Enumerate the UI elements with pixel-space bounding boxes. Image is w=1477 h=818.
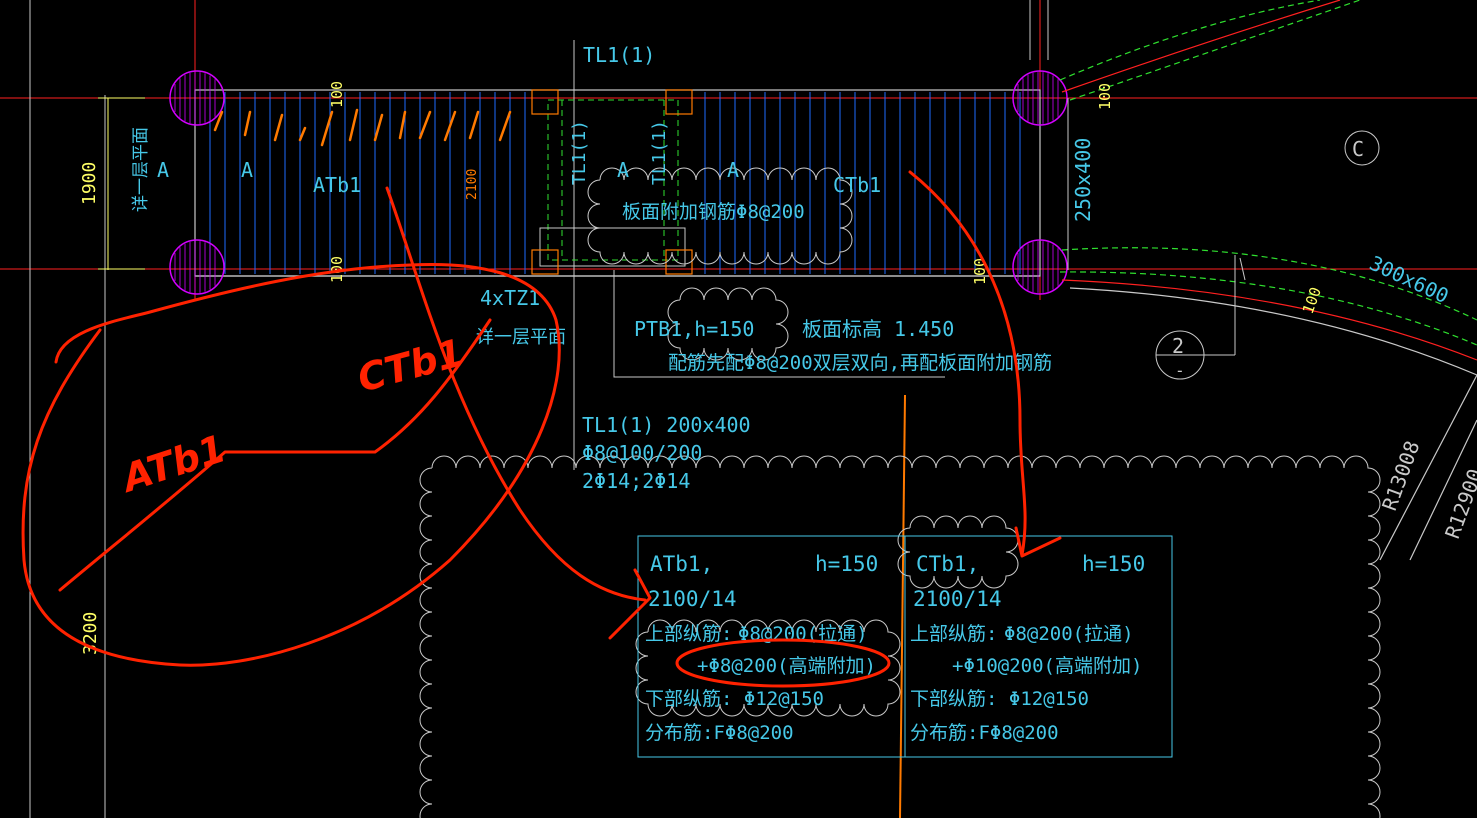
revision-clouds <box>419 167 1381 818</box>
axis-c-label: C <box>1352 137 1364 161</box>
dim-300x600: 300x600 <box>1366 251 1453 308</box>
axis-circle <box>1344 130 1380 166</box>
dim-100-d: 100 <box>971 258 989 285</box>
revision-cloud-ptb1 <box>667 287 789 361</box>
atb1-plan-label: ATb1 <box>313 173 361 197</box>
column-3 <box>1012 70 1068 126</box>
atb1-h: h=150 <box>815 552 878 576</box>
atb1-dist: 分布筋:FΦ8@200 <box>645 722 794 744</box>
radius-12900: R12900 <box>1440 466 1477 542</box>
hand-markup <box>21 108 1062 688</box>
tl1-vertical-1: TL1(1) <box>569 120 590 185</box>
ctb1-bottom: 下部纵筋: Φ12@150 <box>910 688 1089 710</box>
revision-cloud-top-add <box>635 619 901 717</box>
tl1-top-label: TL1(1) <box>583 43 655 67</box>
markup-arrow-right <box>908 170 1027 557</box>
tz1-note: 详一层平面 <box>476 327 566 348</box>
ctb1-size: 2100/14 <box>913 587 1002 611</box>
section-2-sub: - <box>1175 361 1185 380</box>
section-a-2: A <box>241 158 253 182</box>
tz1-label: 4xTZ1 <box>480 286 540 310</box>
handwriting-ctb1: CTb1 <box>353 330 468 400</box>
ptb1-label: PTB1,h=150 <box>634 317 754 341</box>
dim-2100: 2100 <box>465 169 480 200</box>
slab-note: 板面附加钢筋Φ8@200 <box>622 201 805 223</box>
markup-arrow-left <box>385 186 647 602</box>
tl1-spec-3: 2Φ14;2Φ14 <box>582 469 690 493</box>
section-a-4: A <box>727 158 739 182</box>
column-hatch <box>174 72 1059 293</box>
section-a-1: A <box>157 158 169 182</box>
ctb1-top-value: Φ8@200(拉通) <box>1004 623 1134 645</box>
markup-arrow-right-head <box>1014 526 1062 558</box>
dim-100-b: 100 <box>328 256 346 283</box>
vertical-plan-note: 详一层平面 <box>131 127 151 212</box>
rebar-table <box>637 535 1173 758</box>
dim-1900: 1900 <box>79 162 100 205</box>
dim-100-a: 100 <box>328 81 346 108</box>
column-2 <box>169 239 225 295</box>
atb1-name: ATb1, <box>650 552 713 576</box>
markup-highlight-ellipse <box>675 638 891 688</box>
ctb1-name: CTb1, <box>916 552 979 576</box>
column-4 <box>1012 239 1068 295</box>
atb1-bottom: 下部纵筋: Φ12@150 <box>645 688 824 710</box>
radius-13008: R13008 <box>1377 438 1424 514</box>
tl1-frame <box>539 99 686 267</box>
ctb1-plan-label: CTb1 <box>833 173 881 197</box>
ctb1-top-label: 上部纵筋: <box>910 623 997 645</box>
column-1 <box>169 70 225 126</box>
tl1-spec-2: Φ8@100/200 <box>582 441 702 465</box>
slab-elevation: 板面标高 1.450 <box>802 317 954 341</box>
curved-beams <box>1059 0 1477 561</box>
dim-100-e: 100 <box>1299 285 1325 317</box>
ctb1-dist: 分布筋:FΦ8@200 <box>910 722 1059 744</box>
markup-arrow-left-head <box>608 568 652 640</box>
atb1-top-label: 上部纵筋: <box>645 623 732 645</box>
revision-cloud-slab-note <box>587 167 853 265</box>
ctb1-h: h=150 <box>1082 552 1145 576</box>
markup-orange-marks <box>213 108 512 147</box>
ctb1-top-add: +Φ10@200(高端附加) <box>952 655 1142 677</box>
markup-big-loop <box>21 262 561 667</box>
revision-cloud-large <box>419 455 1381 818</box>
tl1-spec-1: TL1(1) 200x400 <box>582 413 751 437</box>
ptb1-rebar: 配筋先配Φ8@200双层双向,再配板面附加钢筋 <box>668 352 1052 374</box>
section-a-3: A <box>617 158 629 182</box>
tl1-vertical-2: TL1(1) <box>649 120 670 185</box>
dim-100-c: 100 <box>1096 83 1114 110</box>
revision-cloud-ctb1 <box>897 515 1019 589</box>
atb1-size: 2100/14 <box>648 587 737 611</box>
leader-lines <box>98 97 1380 380</box>
columns <box>169 70 1068 295</box>
atb1-top-add: +Φ8@200(高端附加) <box>697 655 876 677</box>
slab-outline <box>194 89 1041 277</box>
handwriting-atb1: ATb1 <box>114 426 231 501</box>
section-2-num: 2 <box>1172 334 1184 358</box>
dim-250x400: 250x400 <box>1071 138 1095 222</box>
